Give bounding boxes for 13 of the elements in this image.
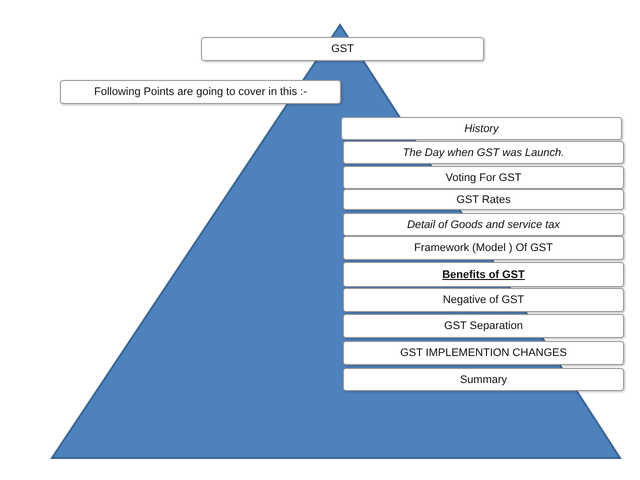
topic-box: Benefits of GST [343, 262, 624, 287]
intro-box: Following Points are going to cover in this :- [60, 80, 341, 104]
topic-box: History [341, 117, 622, 140]
topic-box: Summary [343, 368, 624, 391]
topic-box: Framework (Model ) Of GST [343, 236, 624, 260]
topic-box: GST IMPLEMENTION CHANGES [343, 341, 624, 365]
topic-box: Negative of GST [343, 288, 624, 312]
topic-box: Voting For GST [343, 166, 624, 189]
title-box: GST [201, 37, 484, 61]
topic-box: Detail of Goods and service tax [343, 213, 624, 236]
topic-box: The Day when GST was Launch. [343, 141, 624, 164]
topic-box: GST Separation [343, 314, 624, 338]
topic-box: GST Rates [343, 189, 624, 210]
